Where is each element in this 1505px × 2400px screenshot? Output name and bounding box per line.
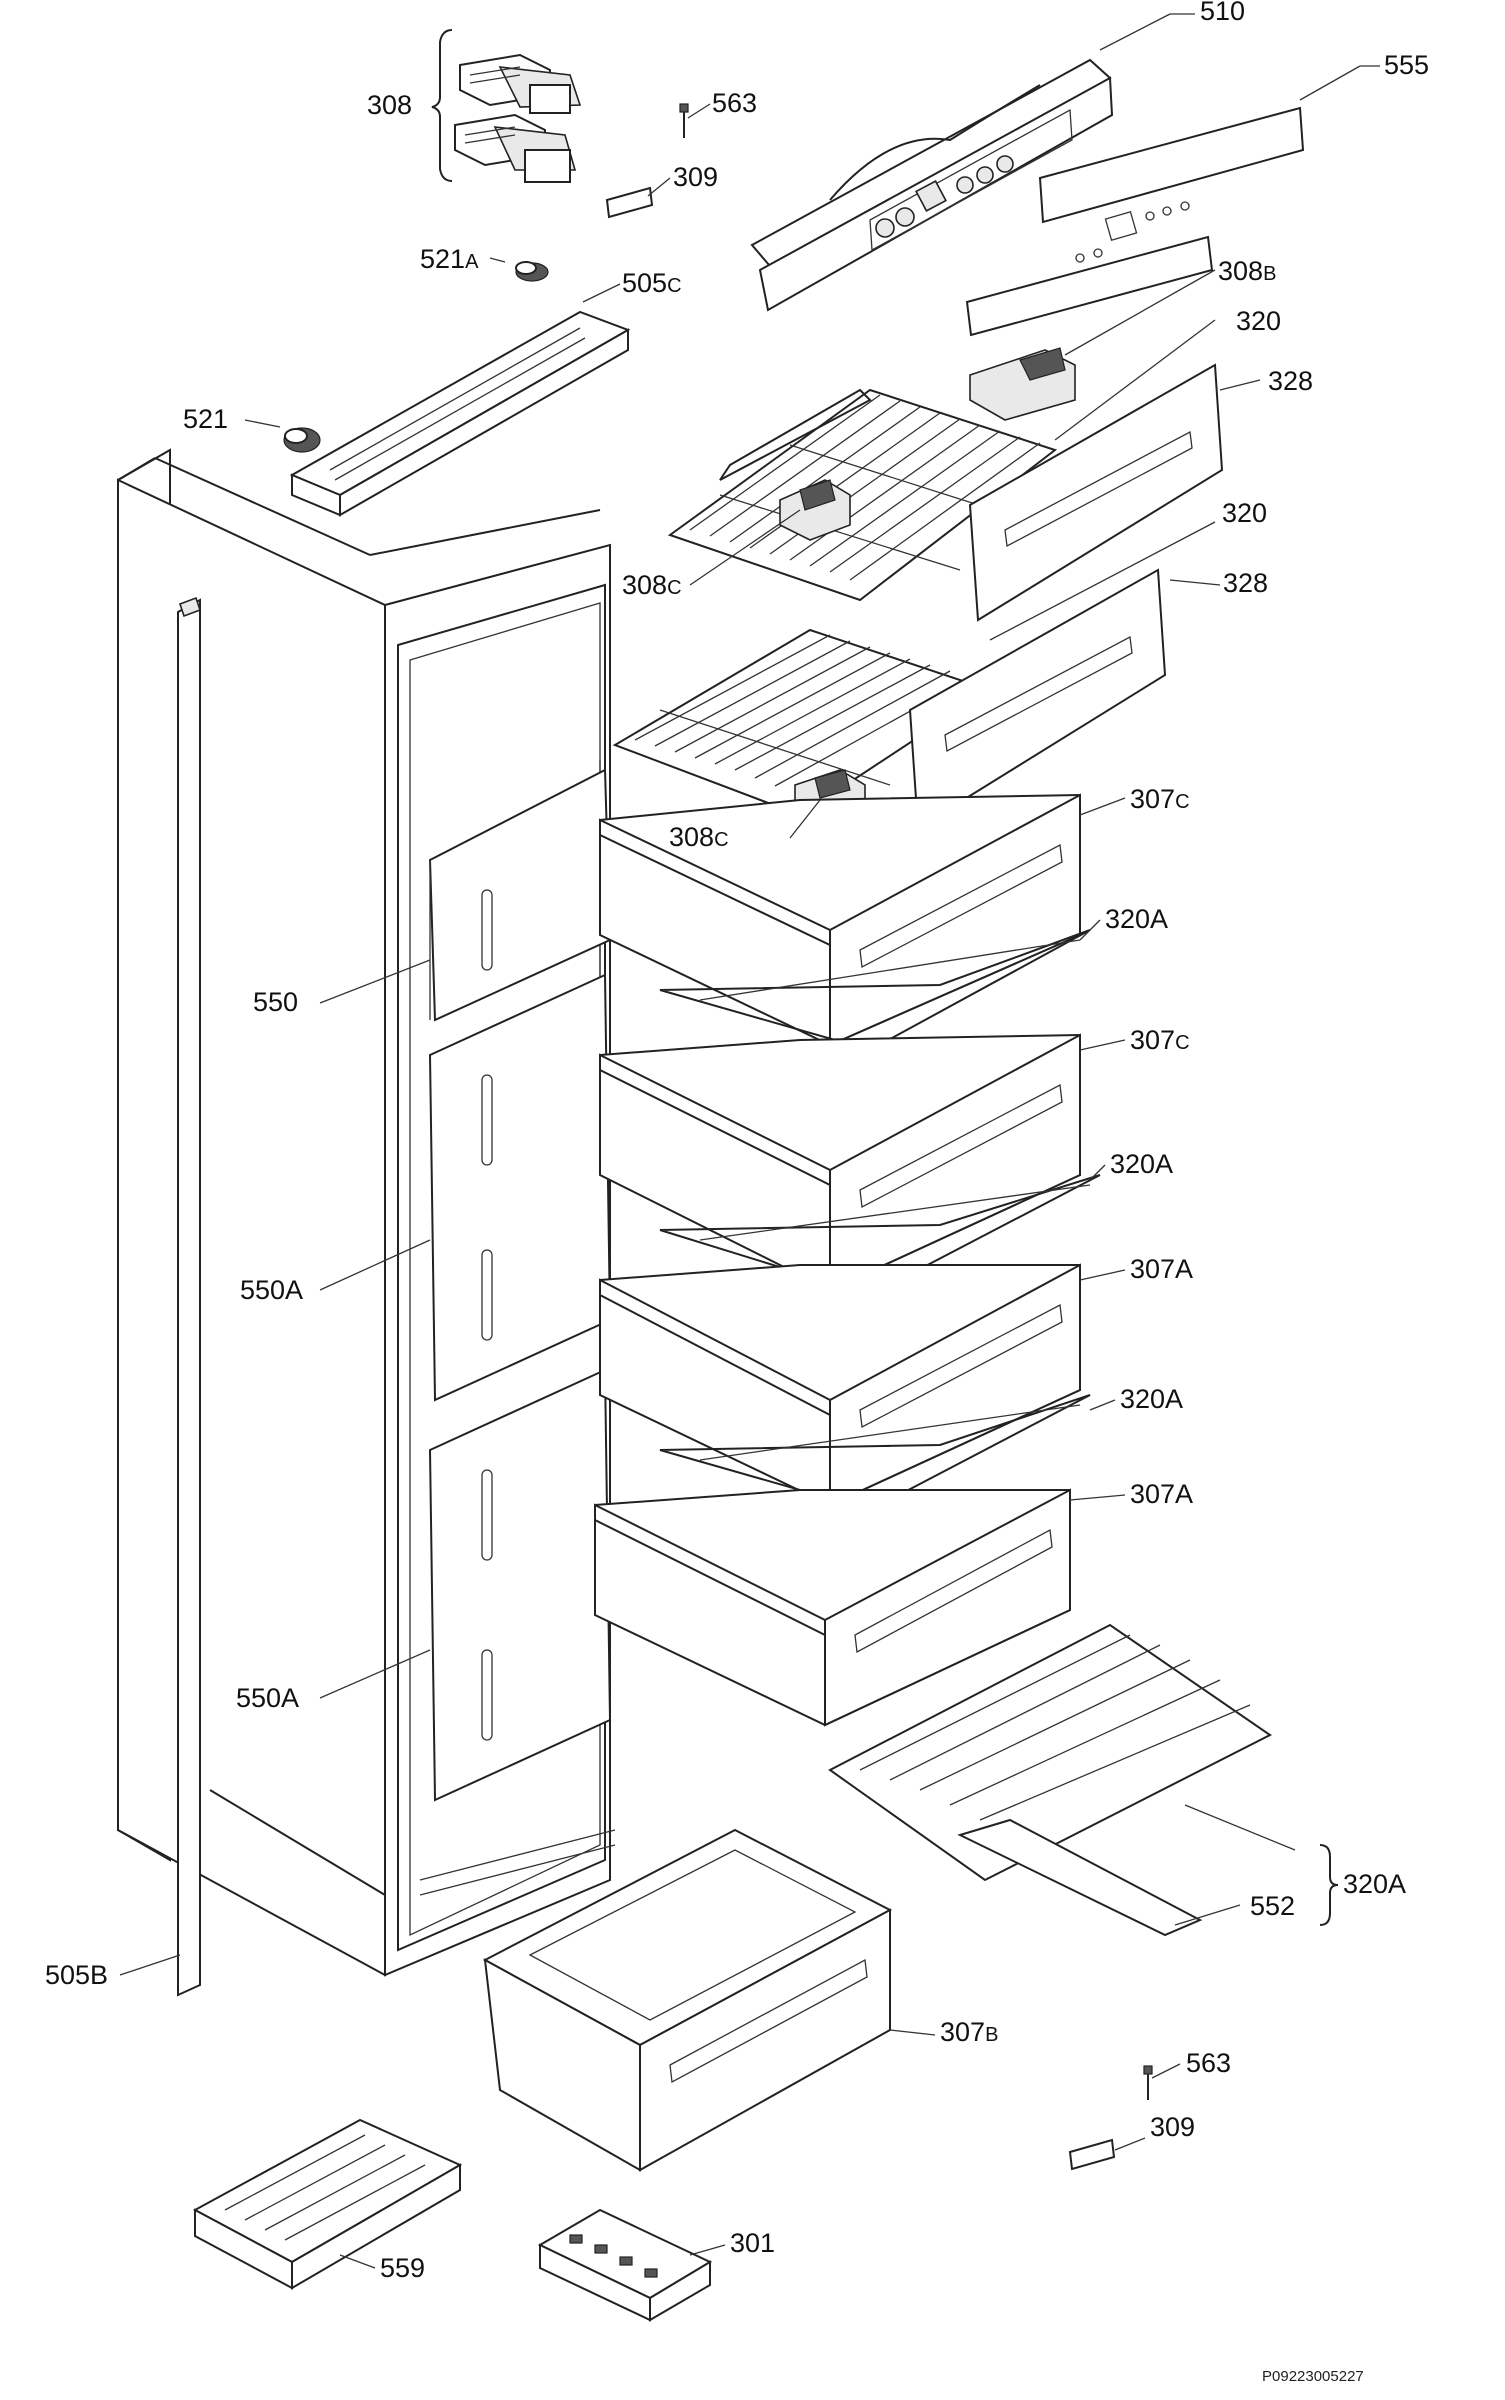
drawer-307c-1: [599, 793, 1081, 1047]
label-plate-bottom: [1068, 2138, 1116, 2171]
callout-307C-2: 307C: [1130, 1025, 1190, 1055]
drawer-hinge-bracket-top: [969, 347, 1076, 421]
hinge-cap: [283, 427, 321, 453]
callout-552: 552: [1250, 1891, 1296, 1921]
drawer-307A-2: [594, 1488, 1071, 1727]
shelf-glass-strip: [957, 1818, 1203, 1937]
callout-521A: 521A: [420, 244, 479, 274]
callout-328-second: 328: [1223, 568, 1269, 598]
callout-301: 301: [730, 2228, 776, 2258]
fascia-strip: [965, 235, 1214, 337]
callout-550: 550: [253, 987, 299, 1017]
side-rail-550A-lower: [428, 1368, 612, 1802]
callout-309-bottom: 309: [1150, 2112, 1196, 2142]
callout-563-bottom: 563: [1186, 2048, 1232, 2078]
leader-lines: [119, 13, 1380, 2269]
label-plate-top: [605, 186, 654, 219]
callout-320A-bottom: 320A: [1343, 1869, 1407, 1899]
top-hinge-bar: [289, 310, 631, 517]
callout-307A-1: 307A: [1130, 1254, 1194, 1284]
callout-505C: 505C: [622, 268, 682, 298]
callout-555: 555: [1384, 50, 1430, 80]
screw-top: [679, 103, 689, 138]
callout-320A-3: 320A: [1120, 1384, 1184, 1414]
callout-320-top: 320: [1236, 306, 1282, 336]
drawer-307c-2: [599, 1033, 1081, 1292]
callout-550A-upper: 550A: [240, 1275, 304, 1305]
callout-307C-1: 307C: [1130, 784, 1190, 814]
hinge-cap-small: [515, 261, 549, 282]
callout-308C-1: 308C: [622, 570, 682, 600]
callout-521: 521: [183, 404, 229, 434]
callout-550A-lower: 550A: [236, 1683, 300, 1713]
callout-510: 510: [1200, 0, 1246, 26]
callout-307A-2: 307A: [1130, 1479, 1194, 1509]
wire-shelf-2: [612, 628, 993, 817]
bottom-wire-shelf: [828, 1623, 1272, 1882]
ice-cube-tray: [537, 2208, 713, 2322]
screw-bottom: [1143, 2065, 1153, 2100]
callout-505B: 505B: [45, 1960, 109, 1990]
ice-tray-cover: [192, 2118, 463, 2290]
callout-307B: 307B: [940, 2017, 999, 2047]
drawer-hinge-bracket-1: [779, 479, 851, 541]
callout-308B: 308B: [1218, 256, 1277, 286]
callout-309-top: 309: [673, 162, 719, 192]
callout-320A-2: 320A: [1110, 1149, 1174, 1179]
door-seal-strip: [177, 596, 202, 1997]
control-panel-housing: [750, 58, 1114, 312]
drawer-front-panel-2: [908, 568, 1167, 830]
callout-320A-1: 320A: [1105, 904, 1169, 934]
callout-308: 308: [367, 90, 413, 120]
callout-328-top: 328: [1268, 366, 1314, 396]
callout-559: 559: [380, 2253, 426, 2283]
document-code: P09223005227: [1262, 2368, 1364, 2385]
wire-shelf-top: [667, 388, 1058, 602]
display-panel-fascia: [1038, 106, 1305, 263]
callout-563-top: 563: [712, 88, 758, 118]
hinge-set: [431, 29, 582, 183]
callout-320-second: 320: [1222, 498, 1268, 528]
drawer-front-panel-1: [968, 363, 1224, 622]
drawer-307A-1: [599, 1263, 1081, 1507]
callout-308C-2: 308C: [669, 822, 729, 852]
